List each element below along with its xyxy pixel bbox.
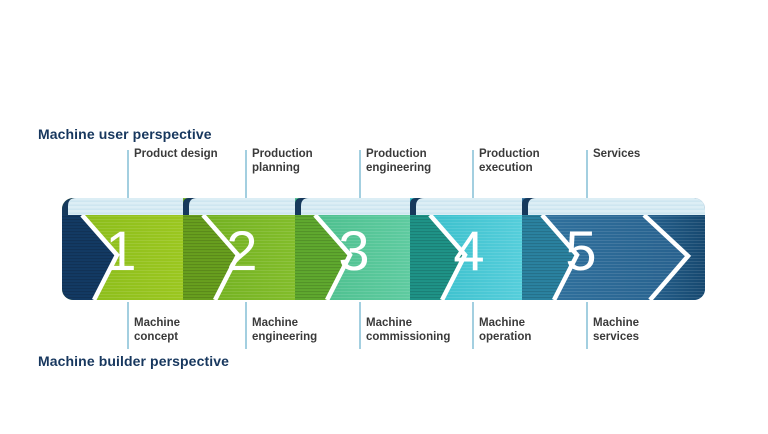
stage-4-top-label: Production execution [479,148,540,174]
stage-3-bottom-guide-line [359,302,361,349]
stage-4-top-guide-line [472,150,474,198]
stage-3-top-guide-line [359,150,361,198]
stage-5-top-guide-line [586,150,588,198]
process-chevron-band: 1 2 3 4 5 [62,198,705,300]
stage-3-bottom-label: Machine commissioning [366,317,451,343]
machine-builder-perspective-title: Machine builder perspective [38,353,229,369]
stage-2-top-label: Production planning [252,148,313,174]
stage-5-bottom-label: Machine services [593,317,640,343]
stage-5-bottom-guide-line [586,302,588,349]
stage-1-bottom-guide-line [127,302,129,349]
stage-4-bottom-guide-line [472,302,474,349]
svg-text:4: 4 [453,219,484,282]
svg-text:2: 2 [226,219,257,282]
stage-2-top-guide-line [245,150,247,198]
stage-2-bottom-label: Machine engineering [252,317,318,343]
svg-text:1: 1 [105,219,136,282]
svg-text:3: 3 [338,219,369,282]
stage-3-top-label: Production engineering [366,148,432,174]
stage-4-bottom-label: Machine operation [479,317,532,343]
stage-1-top-guide-line [127,150,129,198]
stage-5-top-label: Services [593,148,641,160]
machine-user-perspective-title: Machine user perspective [38,126,212,142]
stage-1-top-label: Product design [134,148,218,160]
stage-2-bottom-guide-line [245,302,247,349]
svg-text:5: 5 [565,219,596,282]
stage-1-bottom-label: Machine concept [134,317,181,343]
